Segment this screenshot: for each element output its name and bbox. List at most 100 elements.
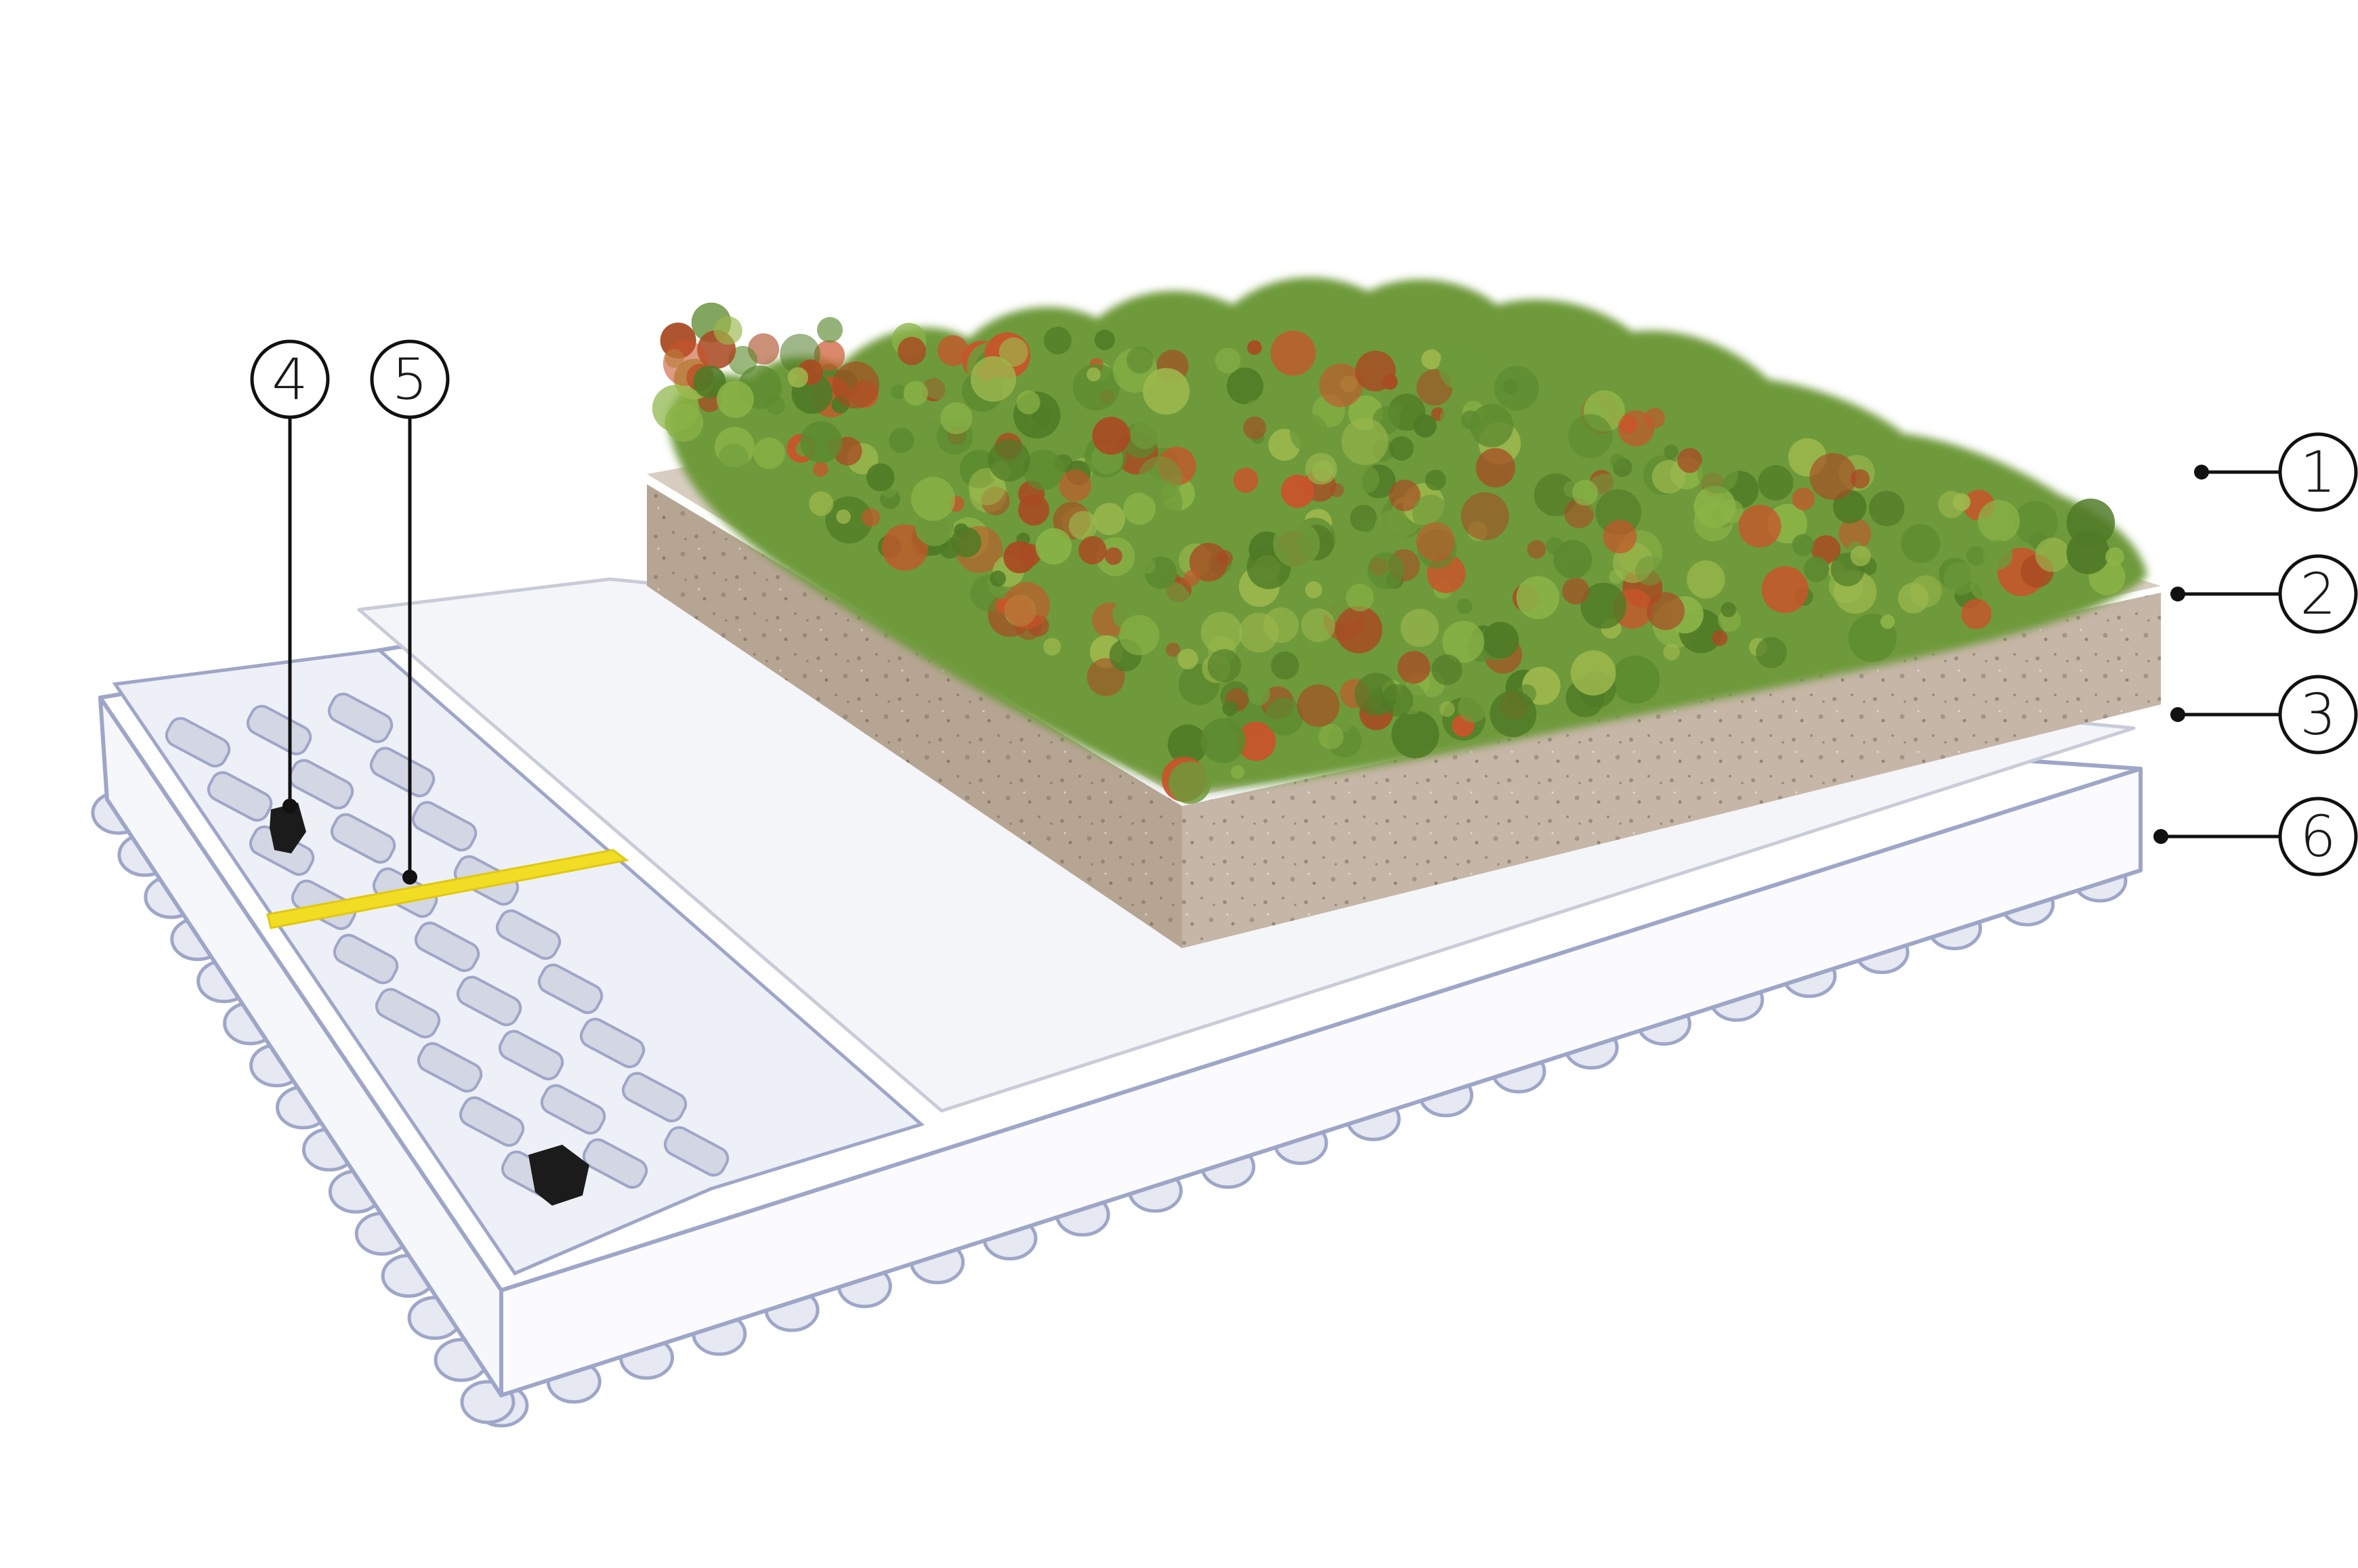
callout-number-4: 4: [272, 346, 308, 412]
foliage-blob: [1351, 465, 1380, 494]
foliage-blob: [1413, 414, 1437, 438]
foliage-blob: [870, 354, 896, 380]
foliage-blob: [2105, 547, 2124, 566]
foliage-blob: [998, 337, 1028, 367]
foliage-blob: [1677, 448, 1702, 473]
foliage-blob: [800, 421, 843, 463]
foliage-blob: [1355, 350, 1396, 391]
foliage-blob: [1952, 493, 1971, 511]
seam-tape: [266, 849, 629, 929]
callout-2: 2: [2170, 554, 2358, 634]
foliage-blob: [1273, 520, 1320, 568]
foliage-blob: [1092, 417, 1131, 455]
foliage-blob: [1166, 642, 1181, 657]
foliage-blob: [1970, 570, 2000, 601]
foliage-blob: [1397, 651, 1431, 684]
foliage-blob: [1635, 555, 1665, 586]
foliage-blob: [1564, 498, 1595, 528]
foliage-blob: [1222, 700, 1238, 717]
foliage-blob: [1983, 540, 2013, 570]
drainage-grid-cell: [246, 704, 312, 756]
fastener-top: [270, 803, 306, 853]
foliage-blob: [1360, 519, 1374, 533]
foliage-blob: [1119, 615, 1160, 656]
callout-number-3: 3: [2300, 681, 2336, 748]
foliage-blob: [1693, 486, 1736, 528]
foliage-blob: [813, 461, 828, 478]
foliage-blob: [1475, 448, 1515, 488]
foliage-blob: [1016, 390, 1040, 415]
foliage-blob: [1226, 367, 1264, 404]
foliage-blob: [1094, 329, 1115, 350]
foliage-blob: [1087, 367, 1101, 382]
foliage-blob: [1078, 536, 1107, 565]
drainage-grid-cell: [165, 717, 231, 768]
foliage-blob: [1612, 655, 1660, 704]
foliage-blob: [1247, 683, 1270, 706]
foliage-blob: [911, 477, 955, 522]
foliage-blob: [1346, 583, 1374, 612]
drainage-grid-cell: [498, 1030, 564, 1081]
foliage-blob: [1416, 522, 1455, 561]
foliage-blob: [1143, 368, 1190, 415]
foliage-blob: [1169, 761, 1211, 804]
foliage-blob: [1389, 480, 1420, 511]
foliage-blob: [2035, 537, 2070, 572]
drainage-grid-cell: [207, 771, 273, 822]
foliage-blob: [1207, 649, 1241, 683]
foliage-blob: [1189, 543, 1228, 582]
vegetation-layer: [652, 277, 2147, 804]
foliage-blob: [866, 463, 895, 492]
callout-number-5: 5: [392, 346, 427, 412]
foliage-blob: [1167, 724, 1208, 765]
foliage-blob: [1187, 578, 1217, 608]
foliage-blob: [950, 527, 982, 558]
callout-6: 6: [2153, 797, 2358, 876]
foliage-blob: [1901, 524, 1940, 564]
foliage-blob: [1458, 692, 1488, 723]
foliage-blob: [1148, 581, 1192, 624]
foliage-blob: [1473, 593, 1499, 618]
foliage-blob: [1603, 520, 1637, 554]
foliage-blob: [1943, 562, 1977, 595]
drainage-grid-cell: [333, 933, 399, 985]
foliage-blob: [817, 317, 843, 343]
foliage-blob: [1516, 576, 1560, 620]
drainage-grid-cell: [288, 759, 354, 810]
foliage-blob: [1123, 492, 1156, 525]
foliage-blob: [1456, 598, 1473, 614]
foliage-blob: [1271, 651, 1299, 680]
drainage-grid-cell: [579, 1017, 646, 1069]
foliage-blob: [1177, 648, 1198, 670]
foliage-blob: [1869, 490, 1905, 526]
callout-number-1: 1: [2300, 439, 2336, 505]
foliage-blob: [970, 356, 1017, 402]
foliage-blob: [1664, 444, 1679, 459]
foliage-blob: [1651, 460, 1686, 494]
foliage-blob: [889, 427, 914, 454]
foliage-blob: [1572, 480, 1598, 506]
foliage-blob: [836, 509, 851, 524]
foliage-blob: [940, 402, 973, 435]
foliage-blob: [780, 466, 815, 501]
foliage-blob: [1200, 718, 1246, 763]
foliage-blob: [1610, 453, 1625, 468]
foliage-blob: [1072, 364, 1120, 411]
foliage-blob: [1803, 556, 1830, 582]
foliage-blob: [1712, 630, 1728, 646]
foliage-blob: [1281, 727, 1317, 763]
foliage-blob: [1035, 528, 1072, 565]
callout-number-2: 2: [2300, 561, 2336, 627]
foliage-blob: [1375, 585, 1393, 603]
drainage-grid-cell: [411, 801, 478, 852]
drainage-grid-cell: [537, 963, 604, 1015]
foliage-texture: [652, 302, 2126, 804]
foliage-blob: [1319, 363, 1363, 408]
foliage-blob: [1850, 545, 1871, 567]
foliage-blob: [1761, 566, 1809, 614]
drainage-grid-cell: [459, 1096, 525, 1147]
drainage-grid-cell: [414, 921, 480, 973]
foliage-blob: [1281, 474, 1315, 508]
foliage-blob: [1442, 620, 1485, 663]
callout-5: 5: [370, 339, 450, 885]
